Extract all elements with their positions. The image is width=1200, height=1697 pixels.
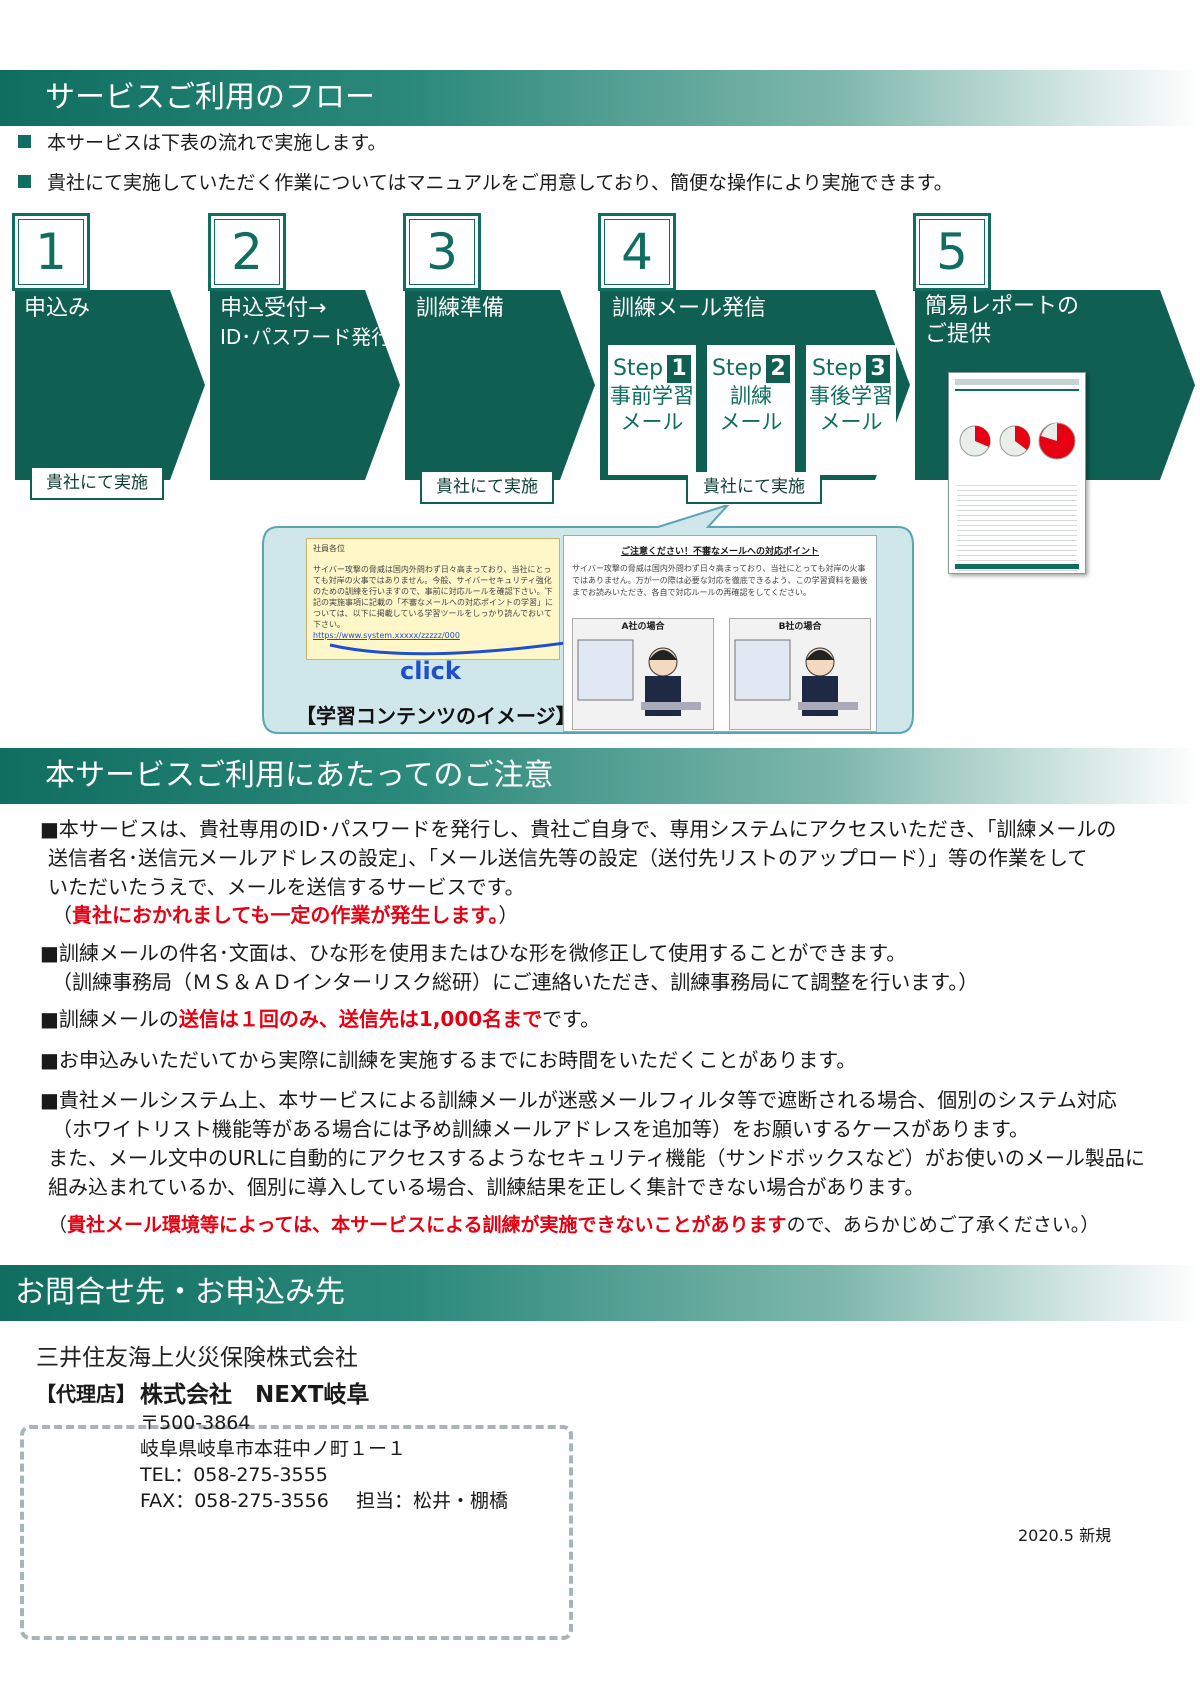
issue-date: 2020.5 新規 bbox=[1018, 1526, 1112, 1545]
flow-section-header: サービスご利用のフロー bbox=[0, 70, 1200, 126]
note-2-line-1: ■訓練メールの件名･文面は、ひな形を使用またはひな形を微修正して使用することがで… bbox=[40, 941, 907, 965]
agency-fax: FAX：058-275-3556 bbox=[140, 1490, 329, 1512]
note-3: ■訓練メールの送信は１回のみ、送信先は1,000名までです。 bbox=[40, 1007, 601, 1031]
learning-page: ご注意ください！不審なメールへの対応ポイント サイバー攻撃の脅威は国内外問わず日… bbox=[563, 535, 877, 732]
note-5-line-1: ■貴社メールシステム上、本サービスによる訓練メールが迷惑メールフィルタ等で遮断さ… bbox=[40, 1088, 1117, 1112]
step-number-4: 4 bbox=[598, 213, 676, 291]
note-1-emphasis: （貴社におかれましても一定の作業が発生します。） bbox=[52, 903, 519, 927]
flow-arrow-3 bbox=[405, 290, 595, 480]
step-number-5: 5 bbox=[913, 213, 991, 291]
step-4-label: 訓練メール発信 bbox=[612, 296, 767, 321]
step-5-label: 簡易レポートの bbox=[925, 294, 1080, 319]
mail-preview: 社員各位 サイバー攻撃の脅威は国内外問わず日々高まっており、当社にとっても対岸の… bbox=[306, 538, 560, 660]
agency-name: 株式会社 NEXT岐阜 bbox=[140, 1382, 370, 1408]
agency-tel: TEL：058-275-3555 bbox=[140, 1464, 328, 1486]
notes-title: 本サービスご利用にあたってのご注意 bbox=[45, 758, 554, 793]
bullet-square-icon bbox=[18, 175, 31, 188]
agency-address: 岐阜県岐阜市本荘中ノ町１ー１ bbox=[140, 1438, 407, 1460]
step-1-label: 申込み bbox=[24, 296, 91, 321]
contact-title: お問合せ先・お申込み先 bbox=[15, 1275, 345, 1310]
case-a-panel: A社の場合 bbox=[572, 618, 714, 730]
note-1-line-2: 送信者名･送信元メールアドレスの設定」、「メール送信先等の設定（送付先リストのア… bbox=[48, 846, 1088, 870]
step-2-label-2: ID･パスワード発行 bbox=[220, 325, 392, 349]
note-5-line-2: （ホワイトリスト機能等がある場合には予め訓練メールアドレスを追加等）をお願いする… bbox=[52, 1117, 1029, 1141]
click-label: click bbox=[400, 657, 461, 685]
step-number-3: 3 bbox=[403, 213, 481, 291]
contact-section-header: お問合せ先・お申込み先 bbox=[0, 1265, 1200, 1321]
report-pie-charts bbox=[959, 422, 1076, 460]
case-a-illustration bbox=[577, 639, 701, 716]
note-5-line-3: また、メール文中のURLに自動的にアクセスするようなセキュリティ機能（サンドボッ… bbox=[48, 1146, 1145, 1170]
report-thumbnail bbox=[948, 372, 1086, 574]
tag-step-4: 貴社にて実施 bbox=[686, 470, 822, 504]
flow-arrow-1 bbox=[15, 290, 205, 480]
flow-arrow-2 bbox=[210, 290, 400, 480]
note-2-line-2: （訓練事務局（ＭＳ＆ＡＤインターリスク総研）にご連絡いただき、訓練事務局にて調整… bbox=[52, 970, 979, 994]
flow-title: サービスご利用のフロー bbox=[45, 80, 375, 115]
flow-bullet-2: 貴社にて実施していただく作業についてはマニュアルをご用意しており、簡便な操作によ… bbox=[18, 168, 953, 195]
tag-step-3: 貴社にて実施 bbox=[420, 470, 554, 504]
case-b-illustration bbox=[734, 639, 858, 716]
note-4: ■お申込みいただいてから実際に訓練を実施するまでにお時間をいただくことがあります… bbox=[40, 1048, 857, 1072]
note-6: （貴社メール環境等によっては、本サービスによる訓練が実施できないことがありますの… bbox=[48, 1214, 1100, 1236]
step-3-label: 訓練準備 bbox=[416, 296, 505, 321]
agency-staff: 担当：松井・棚橋 bbox=[356, 1490, 509, 1512]
step-number-2: 2 bbox=[208, 213, 286, 291]
contact-box bbox=[20, 1425, 573, 1640]
notes-section-header: 本サービスご利用にあたってのご注意 bbox=[0, 748, 1200, 804]
bullet-square-icon bbox=[18, 135, 31, 148]
step-2-label: 申込受付→ bbox=[220, 296, 327, 321]
note-1-line-1: ■本サービスは、貴社専用のID･パスワードを発行し、貴社ご自身で、専用システムに… bbox=[40, 817, 1117, 841]
flow-arrows bbox=[15, 290, 1195, 480]
step-number-1: 1 bbox=[12, 213, 90, 291]
step-5-label-2: ご提供 bbox=[925, 322, 992, 347]
insurer-name: 三井住友海上火災保険株式会社 bbox=[36, 1345, 358, 1371]
case-b-panel: B社の場合 bbox=[729, 618, 871, 730]
tag-step-1: 貴社にて実施 bbox=[30, 466, 164, 500]
flow-bullet-1: 本サービスは下表の流れで実施します。 bbox=[18, 128, 387, 155]
mail-link[interactable]: https://www.system.xxxxx/zzzzz/000 bbox=[313, 631, 460, 640]
learning-caption: 【学習コンテンツのイメージ】 bbox=[296, 704, 576, 728]
note-5-line-4: 組み込まれているか、個別に導入している場合、訓練結果を正しく集計できない場合があ… bbox=[48, 1175, 925, 1199]
note-1-line-3: いただいたうえで、メールを送信するサービスです。 bbox=[48, 875, 525, 899]
agency-label: 【代理店】 bbox=[36, 1382, 136, 1406]
agency-zip: 〒500-3864 bbox=[140, 1412, 251, 1434]
